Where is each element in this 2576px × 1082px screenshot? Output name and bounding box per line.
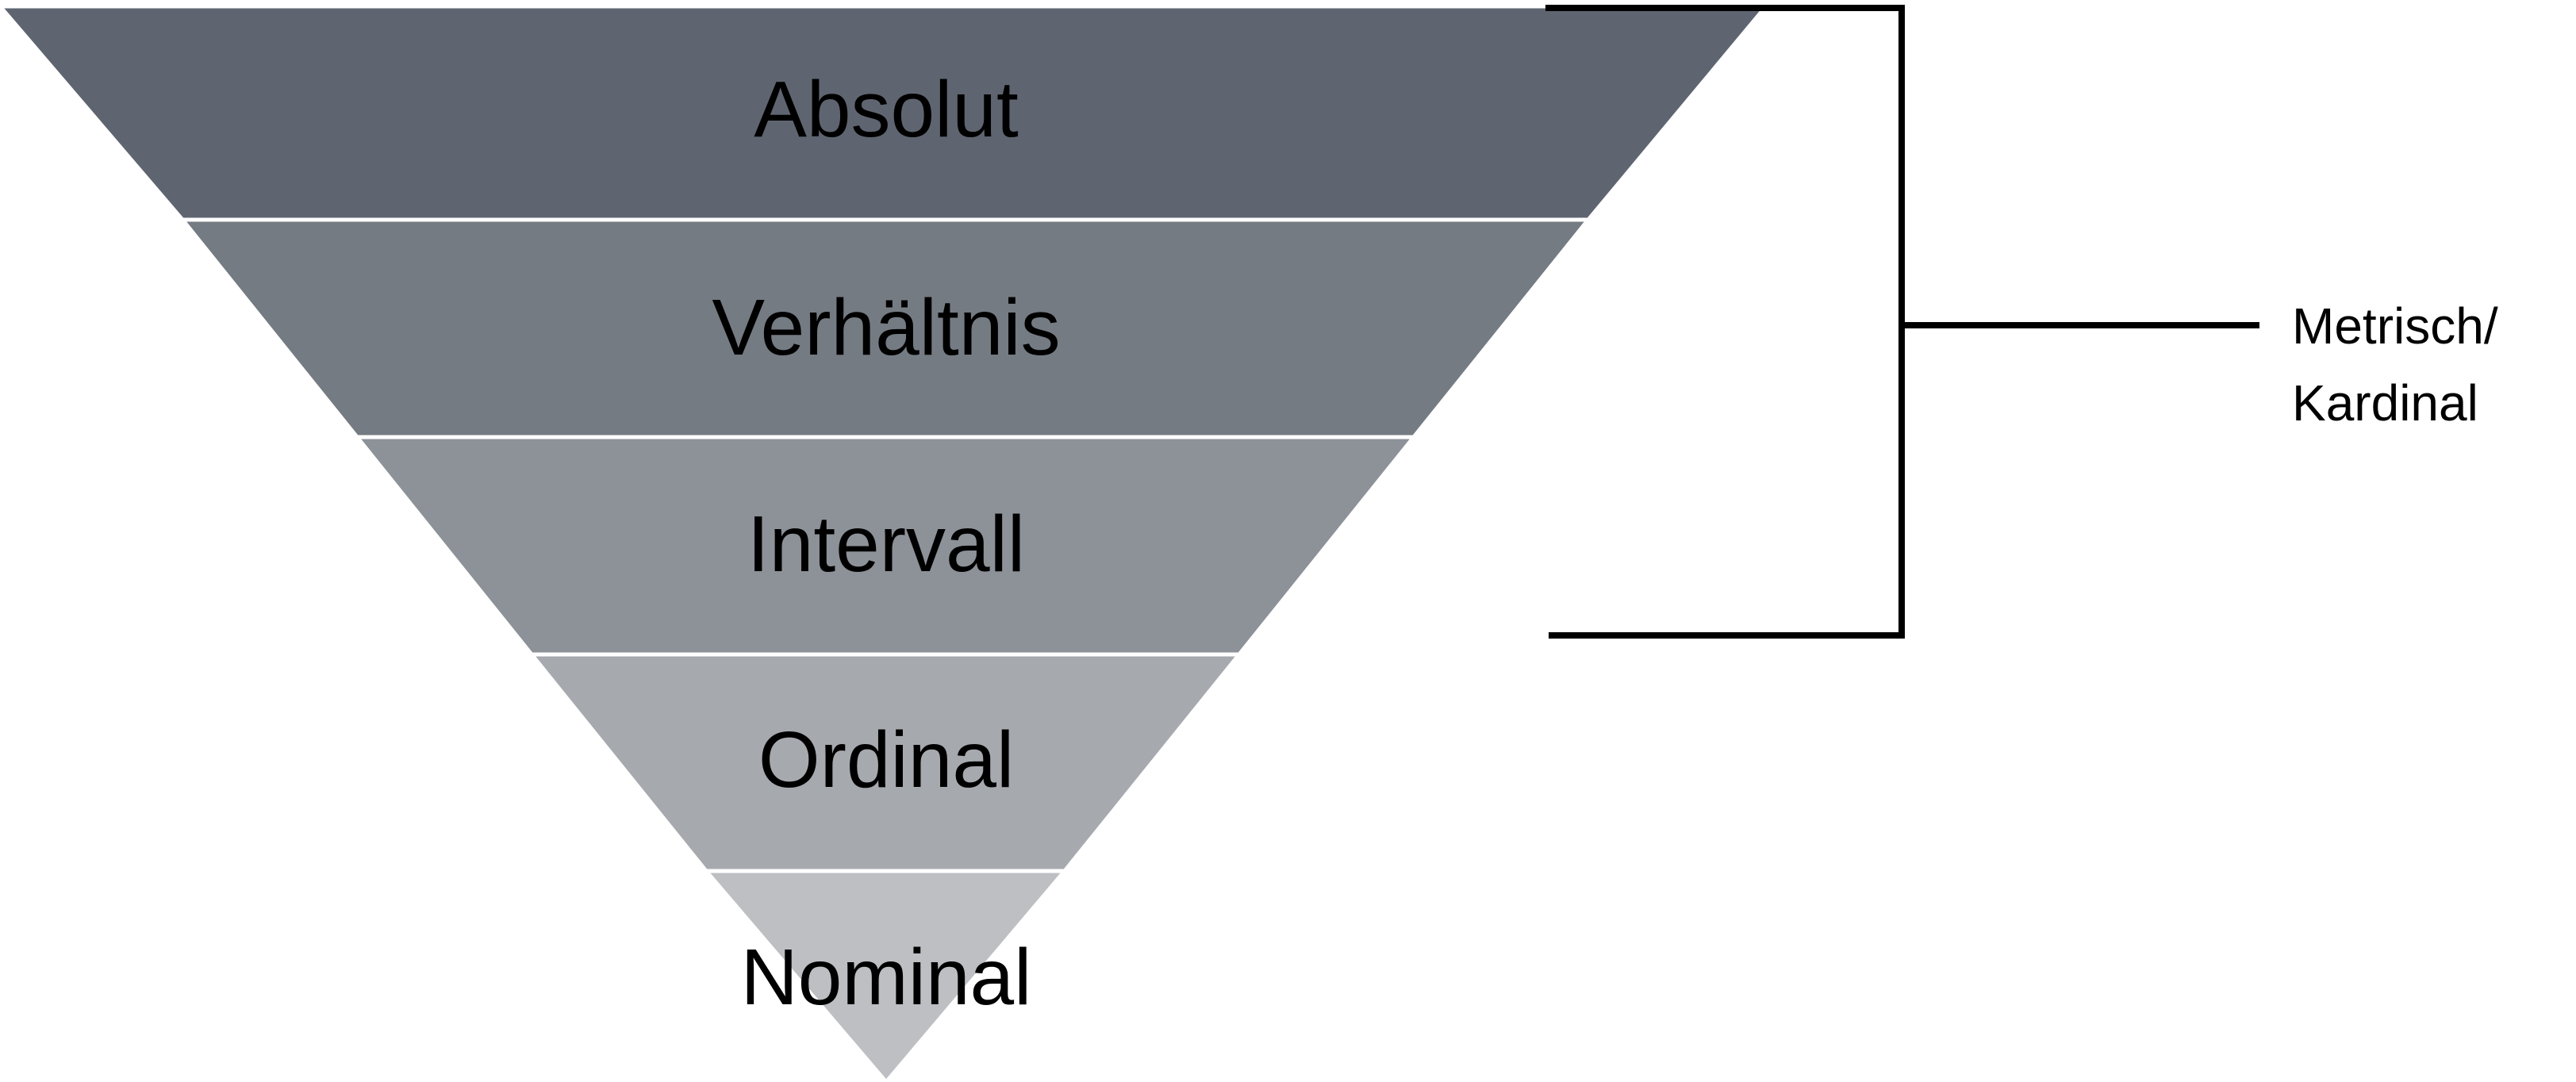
- pyramid: Absolut Verhältnis Intervall Ordinal Nom…: [0, 4, 1771, 1082]
- bracket-label-line-1: Metrisch/: [2292, 297, 2498, 355]
- level-label-verhaeltnis: Verhältnis: [712, 283, 1060, 372]
- level-label-ordinal: Ordinal: [758, 716, 1014, 804]
- level-label-nominal: Nominal: [741, 933, 1032, 1022]
- level-label-intervall: Intervall: [747, 500, 1025, 589]
- bracket-label-line-2: Kardinal: [2292, 374, 2478, 432]
- level-band-nominal: [701, 869, 1069, 1082]
- metric-bracket: Metrisch/ Kardinal: [1545, 5, 2498, 639]
- level-label-absolut: Absolut: [754, 65, 1019, 154]
